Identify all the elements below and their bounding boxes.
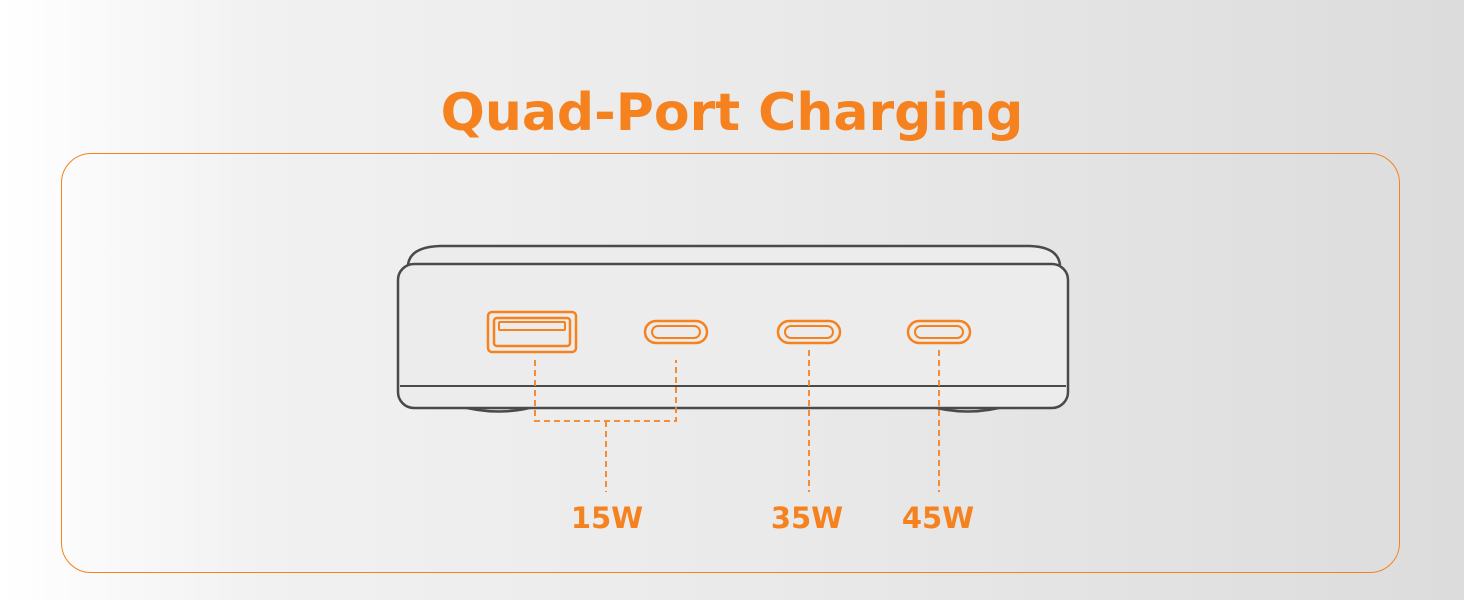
usb-c-port-icon [776,319,842,345]
leader-line-15w [534,360,677,492]
title: Quad-Port Charging [440,83,1024,143]
device-body [396,262,1070,410]
wattage-label-15w: 15W [570,501,644,535]
device-lid [406,244,1062,266]
wattage-label-45w: 45W [901,501,975,535]
wattage-label-35w: 35W [770,501,844,535]
usb-c-port-icon [643,319,709,345]
leader-lines [534,350,940,492]
usb-a-port-icon [486,310,578,354]
usb-c-port-icon [906,319,972,345]
highlight-frame [61,153,1400,573]
